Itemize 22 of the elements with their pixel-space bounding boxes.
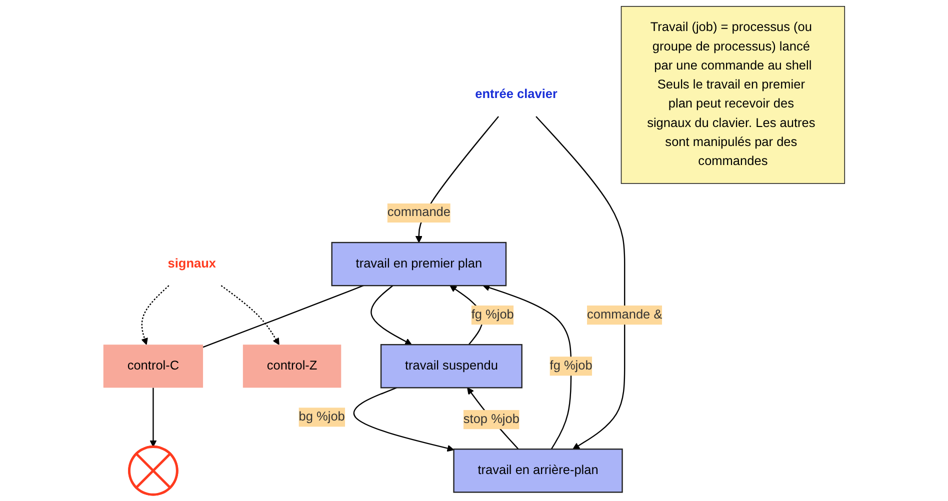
edge-label: fg %job: [471, 308, 514, 322]
node-box: travail en arrière-plan: [453, 448, 623, 493]
connector: [202, 285, 364, 348]
edge-label: bg %job: [298, 410, 345, 424]
arrow: [141, 285, 170, 345]
node-box: travail suspendu: [380, 344, 522, 388]
edge-label: commande: [387, 206, 450, 220]
node-box: travail en premier plan: [331, 242, 507, 286]
arrow: [150, 388, 157, 448]
arrow: [536, 116, 626, 450]
arrow: [370, 285, 412, 345]
edge-label: stop %job: [463, 412, 520, 426]
node-box: control-Z: [242, 344, 342, 388]
edge-label: commande &: [586, 308, 662, 322]
edge-label: fg %job: [550, 358, 592, 373]
node-box: control-C: [103, 344, 203, 388]
arrow: [220, 285, 280, 345]
node-text: entrée clavier: [475, 88, 558, 102]
arrow: [482, 284, 572, 450]
node-box: Travail (job) = processus (ou groupe de processus) lancé par une commande au shell Seuls le travail en premier plan peut recevoir des signaux du clavier. Les autres sont manipulés par des commandes: [620, 6, 846, 184]
arrow: [353, 387, 454, 452]
node-text: signaux: [168, 256, 216, 270]
